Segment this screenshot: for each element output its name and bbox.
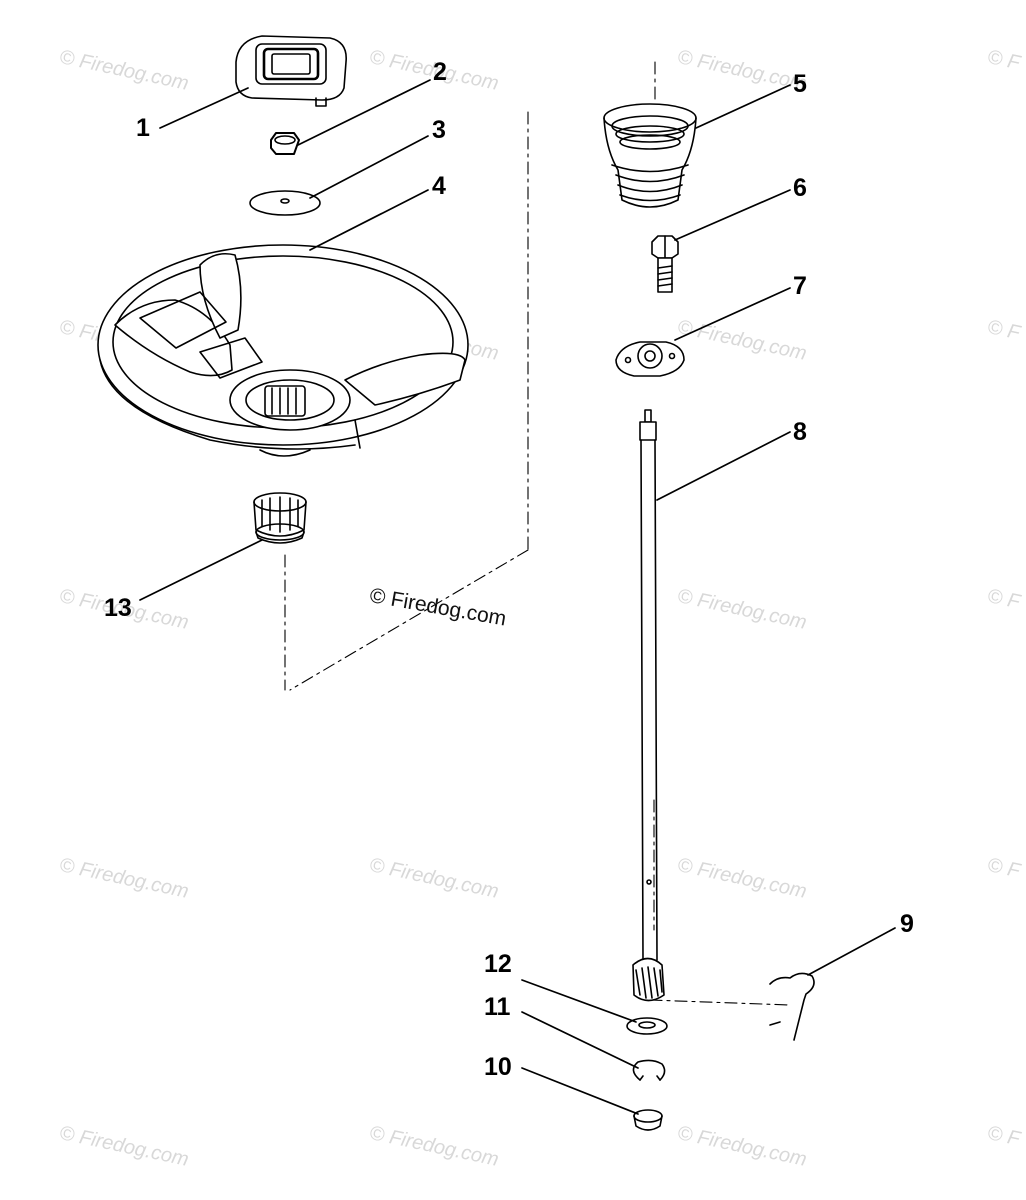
callout-11: 11	[484, 993, 511, 1021]
part-6-bolt	[651, 235, 679, 293]
callout-6: 6	[793, 174, 807, 202]
callout-2: 2	[433, 58, 447, 86]
callout-1: 1	[136, 114, 150, 142]
part-3-washer	[249, 190, 321, 216]
part-12-washer	[626, 1017, 668, 1035]
part-2-nut	[270, 132, 300, 155]
callout-5: 5	[793, 70, 807, 98]
callout-8: 8	[793, 418, 807, 446]
callout-13: 13	[104, 594, 132, 622]
part-13-spline-adapter	[253, 492, 307, 544]
part-4-steering-wheel	[97, 244, 469, 457]
callout-9: 9	[900, 910, 914, 938]
part-9-bracket	[769, 972, 815, 1041]
part-1-steering-cap	[235, 35, 347, 107]
part-5-boot	[603, 103, 697, 208]
callout-4: 4	[432, 172, 446, 200]
callout-12: 12	[484, 950, 512, 978]
callout-7: 7	[793, 272, 807, 300]
part-11-snap-ring	[632, 1059, 666, 1081]
assembly-centerlines	[284, 61, 791, 1006]
part-7-flange-bearing	[615, 341, 685, 377]
callout-3: 3	[432, 116, 446, 144]
leader-lines	[139, 79, 896, 1115]
part-8-steering-shaft	[632, 409, 665, 1002]
callout-10: 10	[484, 1053, 512, 1081]
part-10-bushing	[633, 1109, 663, 1131]
